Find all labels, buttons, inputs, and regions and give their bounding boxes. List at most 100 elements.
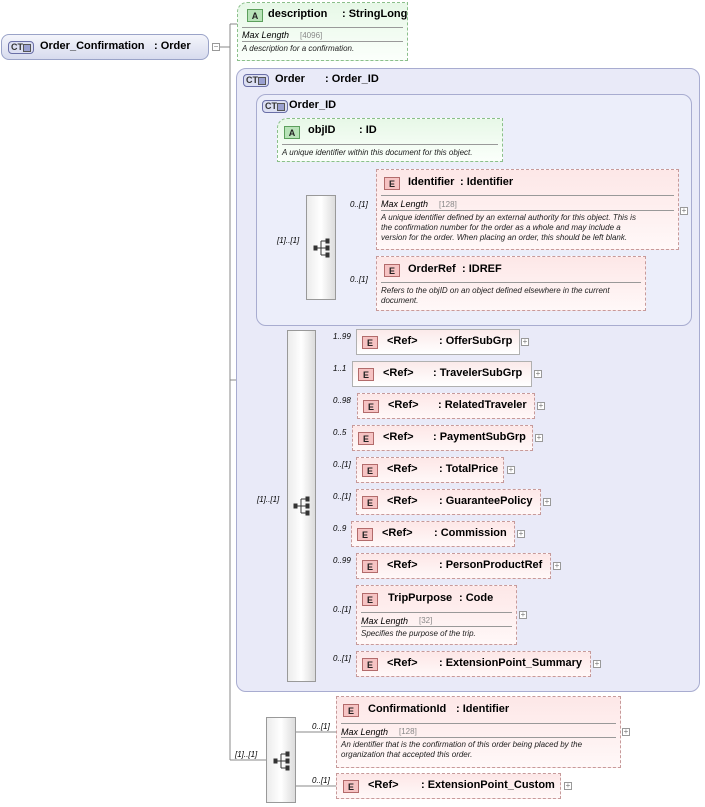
identifier-cardinality: 0..[1]: [350, 200, 368, 209]
element-type: : IDREF: [462, 263, 502, 275]
max-length-label: Max Length: [381, 199, 429, 209]
element-description: Specifies the purpose of the trip.: [361, 629, 476, 638]
order-id-name: Order_ID: [289, 99, 337, 111]
ref-cardinality: 1..1: [333, 364, 347, 373]
expand-icon[interactable]: +: [534, 369, 542, 378]
ref-label: <Ref>: [387, 657, 418, 669]
element-icon: E: [362, 464, 378, 477]
sequence-cardinality: [1]..[1]: [257, 495, 280, 504]
totalprice-ref[interactable]: E <Ref> : TotalPrice: [356, 457, 504, 483]
expand-icon[interactable]: +: [593, 659, 601, 668]
separator: [341, 723, 616, 724]
confirmationid-element[interactable]: E ConfirmationId : Identifier Max Length…: [336, 696, 621, 768]
expand-icon[interactable]: +: [622, 727, 630, 736]
expand-icon[interactable]: +: [535, 433, 543, 442]
element-name: Identifier: [408, 176, 455, 188]
ref-label: <Ref>: [383, 367, 414, 379]
ref-type: : TotalPrice: [439, 463, 499, 475]
element-icon: E: [362, 560, 378, 573]
element-name: OrderRef: [408, 263, 456, 275]
relatedtraveler-ref[interactable]: E <Ref> : RelatedTraveler: [357, 393, 535, 419]
sequence-compositor[interactable]: [287, 330, 316, 682]
ref-type: : PaymentSubGrp: [433, 431, 526, 443]
ref-type: : GuaranteePolicy: [439, 495, 533, 507]
max-length-label: Max Length: [341, 727, 389, 737]
expand-icon[interactable]: +: [519, 610, 527, 619]
description-line: the confirmation number for the order as…: [381, 223, 621, 232]
element-icon: E: [357, 528, 373, 541]
element-icon: E: [358, 368, 374, 381]
element-type: : Identifier: [456, 703, 510, 715]
separator: [361, 626, 512, 627]
attribute-name: description: [268, 8, 328, 20]
commission-ref[interactable]: E <Ref> : Commission: [351, 521, 515, 547]
ref-label: <Ref>: [387, 495, 418, 507]
personproductref-ref[interactable]: E <Ref> : PersonProductRef: [356, 553, 551, 579]
travelersubgrp-ref[interactable]: E <Ref> : TravelerSubGrp: [352, 361, 532, 387]
paymentsubgrp-ref[interactable]: E <Ref> : PaymentSubGrp: [352, 425, 533, 451]
element-icon: E: [343, 780, 359, 793]
attribute-type: : ID: [359, 124, 377, 136]
element-icon: E: [384, 264, 400, 277]
max-length-label: Max Length: [361, 616, 409, 626]
attribute-description: A description for a confirmation.: [242, 44, 355, 53]
max-length-value: [128]: [439, 200, 457, 209]
ref-type: : ExtensionPoint_Summary: [439, 657, 583, 669]
expand-icon[interactable]: +: [517, 529, 525, 538]
guaranteepolicy-ref[interactable]: E <Ref> : GuaranteePolicy: [356, 489, 541, 515]
separator: [242, 27, 403, 28]
ref-label: <Ref>: [382, 527, 413, 539]
objid-attribute[interactable]: A objID : ID A unique identifier within …: [277, 118, 503, 162]
ref-label: <Ref>: [383, 431, 414, 443]
choice-cardinality: [1]..[1]: [277, 236, 300, 245]
expand-icon[interactable]: +: [553, 561, 561, 570]
separator: [381, 195, 674, 196]
expand-icon[interactable]: +: [564, 781, 572, 790]
ref-type: : Commission: [434, 527, 507, 539]
complex-type-icon: CT: [262, 100, 288, 113]
element-icon: E: [363, 400, 379, 413]
element-name: ConfirmationId: [368, 703, 447, 715]
root-complex-type[interactable]: CT Order_Confirmation : Order: [1, 34, 209, 60]
order-name: Order: [275, 73, 305, 85]
ref-type: : ExtensionPoint_Custom: [421, 779, 555, 791]
ref-label: <Ref>: [387, 463, 418, 475]
expand-icon[interactable]: +: [537, 401, 545, 410]
description-line: document.: [381, 296, 419, 305]
extensionpoint-summary-ref[interactable]: E <Ref> : ExtensionPoint_Summary: [356, 651, 591, 677]
expand-icon[interactable]: +: [543, 497, 551, 506]
sequence-compositor[interactable]: [306, 195, 336, 300]
expand-icon[interactable]: +: [507, 465, 515, 474]
element-icon: E: [343, 704, 359, 717]
complex-type-icon: CT: [8, 41, 34, 54]
ref-label: <Ref>: [387, 559, 418, 571]
identifier-element[interactable]: E Identifier : Identifier Max Length [12…: [376, 169, 679, 250]
expand-icon[interactable]: +: [680, 206, 688, 215]
element-type: : Code: [459, 592, 494, 604]
expand-icon[interactable]: +: [521, 337, 529, 346]
orderref-element[interactable]: E OrderRef : IDREF Refers to the objID o…: [376, 256, 646, 311]
complex-type-icon: CT: [243, 74, 269, 87]
collapse-icon[interactable]: −: [212, 42, 220, 51]
element-icon: E: [384, 177, 400, 190]
separator: [242, 41, 403, 42]
element-icon: E: [362, 496, 378, 509]
ref-label: <Ref>: [368, 779, 399, 791]
separator: [282, 144, 498, 145]
ref-label: <Ref>: [388, 399, 419, 411]
sequence-compositor[interactable]: [266, 717, 296, 803]
extensionpoint-custom-ref[interactable]: E <Ref> : ExtensionPoint_Custom: [336, 773, 561, 799]
offersubgrp-ref[interactable]: E <Ref> : OfferSubGrp: [356, 329, 520, 355]
element-name: TripPurpose: [388, 592, 453, 604]
sequence-cardinality: [1]..[1]: [235, 750, 258, 759]
attribute-icon: A: [284, 126, 300, 139]
description-attribute[interactable]: A description : StringLong Max Length [4…: [237, 2, 408, 61]
max-length-value: [4096]: [300, 31, 323, 40]
attribute-name: objID: [308, 124, 336, 136]
ref-cardinality: 0..5: [333, 428, 347, 437]
separator: [381, 282, 641, 283]
ref-cardinality: 0..[1]: [333, 460, 351, 469]
trippurpose-element[interactable]: E TripPurpose : Code Max Length [32] Spe…: [356, 585, 517, 645]
sequence-icon: [293, 496, 310, 516]
description-line: organization that accepted this order.: [341, 750, 473, 759]
